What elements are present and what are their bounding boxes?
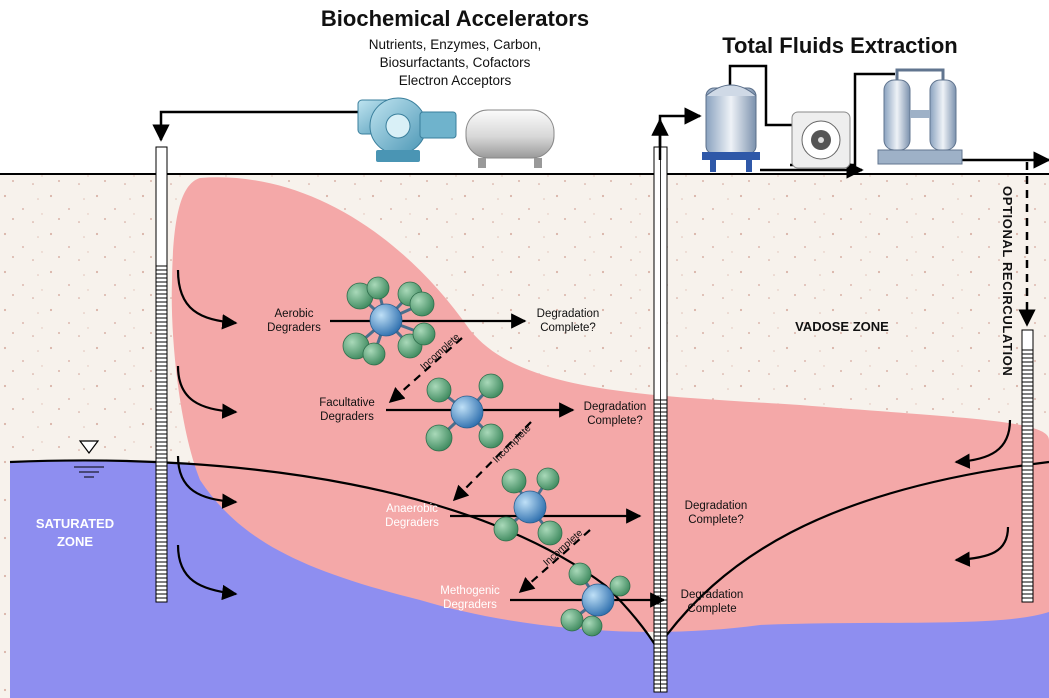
blower-icon xyxy=(791,111,851,169)
molecule-center xyxy=(450,395,484,429)
extraction-riser-pipe xyxy=(658,107,702,147)
flow-arrows-left xyxy=(176,269,238,601)
anaerobic-result-2: Complete? xyxy=(688,514,744,526)
incomplete-arrows xyxy=(388,337,591,594)
water-table-line xyxy=(9,459,1049,650)
saturated-zone-label-2: ZONE xyxy=(57,534,93,549)
recirculation-well xyxy=(1021,329,1034,603)
molecule-atom xyxy=(568,562,592,586)
water-table-icon xyxy=(74,440,104,478)
molecule-icon xyxy=(493,467,563,546)
molecule-atom xyxy=(537,520,563,546)
storage-tank-icon xyxy=(465,109,555,168)
molecule-atom xyxy=(609,575,631,597)
molecule-center xyxy=(369,303,403,337)
molecules-layer xyxy=(342,276,631,637)
molecule-icon xyxy=(425,373,504,452)
molecule-atom xyxy=(412,322,436,346)
molecule-atom xyxy=(493,516,519,542)
facultative-result-2: Complete? xyxy=(587,415,643,427)
aerobic-label-1: Aerobic xyxy=(275,308,314,320)
extraction-well xyxy=(653,146,668,693)
molecule-atom xyxy=(478,373,504,399)
methogenic-label-2: Degraders xyxy=(443,599,497,611)
recirculation-label: OPTIONAL RECIRCULATION xyxy=(1000,186,1015,376)
molecule-atom xyxy=(425,424,453,452)
molecule-icon xyxy=(560,562,631,637)
facultative-result-1: Degradation xyxy=(584,401,647,413)
methogenic-result-1: Degradation xyxy=(681,589,744,601)
molecule-atom xyxy=(426,377,452,403)
aerobic-result-2: Complete? xyxy=(540,322,596,334)
molecule-atom xyxy=(366,276,390,300)
aerobic-result-1: Degradation xyxy=(537,308,600,320)
accelerators-title: Biochemical Accelerators xyxy=(321,6,589,31)
molecule-icon xyxy=(342,276,436,366)
methogenic-result-2: Complete xyxy=(687,603,736,615)
treatment-unit-icon xyxy=(877,68,963,165)
facultative-label-2: Degraders xyxy=(320,411,374,423)
anaerobic-result-1: Degradation xyxy=(685,500,748,512)
extraction-title: Total Fluids Extraction xyxy=(722,33,958,58)
molecule-atom xyxy=(478,423,504,449)
methogenic-label-1: Methogenic xyxy=(440,585,500,597)
saturated-zone-label-1: SATURATED xyxy=(36,516,114,531)
separator-vessel-icon xyxy=(702,84,760,172)
molecule-atom xyxy=(501,468,527,494)
vadose-zone-label: VADOSE ZONE xyxy=(795,319,889,334)
accelerators-line-2: Biosurfactants, Cofactors xyxy=(380,55,531,70)
facultative-label-1: Facultative xyxy=(319,397,375,409)
anaerobic-label-2: Degraders xyxy=(385,517,439,529)
molecule-atom xyxy=(581,615,603,637)
accelerators-line-3: Electron Acceptors xyxy=(399,73,512,88)
flow-arrows-right xyxy=(954,419,1012,567)
molecule-atom xyxy=(409,291,435,317)
injection-pipe xyxy=(152,110,360,142)
accelerators-line-1: Nutrients, Enzymes, Carbon, xyxy=(369,37,542,52)
aerobic-label-2: Degraders xyxy=(267,322,321,334)
molecule-atom xyxy=(536,467,560,491)
molecule-center xyxy=(581,583,615,617)
pipe-separator-to-blower xyxy=(728,64,795,127)
molecule-atom xyxy=(362,342,386,366)
pump-icon xyxy=(357,97,457,162)
molecule-center xyxy=(513,490,547,524)
molecule-atom xyxy=(560,608,584,632)
injection-well xyxy=(155,146,168,603)
anaerobic-label-1: Anaerobic xyxy=(386,503,438,515)
